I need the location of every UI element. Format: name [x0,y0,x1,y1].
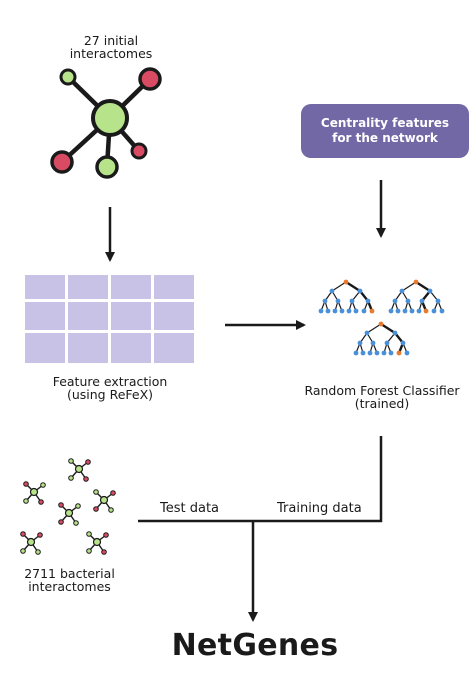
training-data-label: Training data [277,501,362,516]
netgenes-title: NetGenes [171,628,339,663]
mini-network-icon [20,531,43,555]
mini-network-icon [68,458,91,482]
bacterial-line2: interactomes [28,579,111,594]
mini-network-icon [93,489,116,513]
decision-tree-icon [318,279,375,314]
mini-network-icon [86,531,109,555]
feature-extraction-line2: (using ReFeX) [66,387,154,402]
bacterial-networks-icon [20,458,116,555]
centrality-line1: Centrality features [320,116,450,130]
bacterial-interactomes-label: 2711 bacterial interactomes [12,567,127,593]
feature-extraction-label: Feature extraction (using ReFeX) [35,375,185,401]
classifier-line1: Random Forest Classifier [304,383,460,398]
mini-network-icon [58,502,81,526]
classifier-output-line [138,436,383,523]
classifier-line2: (trained) [354,396,410,411]
mini-network-icon [23,481,46,505]
feature-extraction-line1: Feature extraction [52,374,168,389]
feature-table-icon [25,275,194,363]
random-forest-icon [318,279,445,356]
centrality-features-box: Centrality features for the network [301,104,469,158]
classifier-label: Random Forest Classifier (trained) [294,384,470,410]
initial-label-line2: interactomes [69,46,153,61]
decision-tree-icon [388,279,445,314]
centrality-line2: for the network [332,131,438,145]
initial-label-line1: 27 initial [83,33,139,48]
initial-interactomes-label: 27 initial interactomes [50,34,172,60]
test-data-label: Test data [160,501,220,516]
network-icon [50,67,162,179]
bacterial-line1: 2711 bacterial [24,566,115,581]
decision-tree-icon [353,321,410,356]
